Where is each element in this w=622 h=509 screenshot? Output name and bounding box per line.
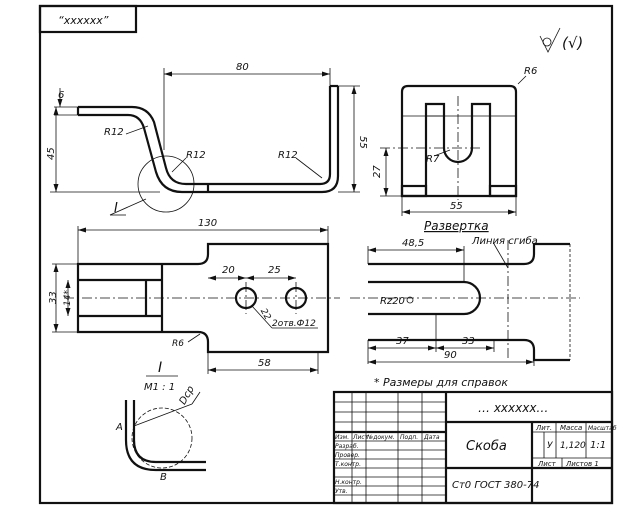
title-block: Изм. Лист №докум. Подп. Дата Разраб. Про… [332,390,617,505]
tb-sheet-label: Лист [537,460,557,468]
dim-48-5: 48,5 [402,238,424,249]
roughness-symbol-text: (√) [562,34,583,52]
doc-code-label: “xxxxxx” [58,14,109,27]
r12-inner-label: R12 [186,150,206,161]
tb-row-tkontr: Т.контр. [335,461,361,468]
tb-material: Ст0 ГОСТ 380-74 [452,480,539,491]
detail-scale: M1 : 1 [144,382,175,393]
dim-25: 25 [268,265,281,276]
dim-14: 14* [63,290,73,306]
r12-outer-label: R12 [104,127,124,138]
doc-code-box [38,4,138,34]
dim-130: 130 [198,218,217,229]
dim-90: 90 [444,350,457,361]
point-b-label: B [160,472,167,483]
tb-lit-value: У [547,441,553,451]
dim-6: 6 [58,90,64,101]
bend-line-label: Линия сгиба [471,235,538,247]
dim-22: 22 [258,307,273,322]
tb-row-prover: Провер. [335,452,360,459]
top-profile-view: 80 6 45 55 R12 R12 R12 I [46,62,368,216]
tb-col-list: Лист [352,434,369,441]
tb-scale-value: 1:1 [590,440,606,451]
dim-58: 58 [258,358,271,369]
tb-sheets-label: Листов 1 [565,460,599,468]
detail-view: I M1 : 1 Dср A B [115,360,206,483]
tb-mass-value: 1,120 [560,441,586,451]
r7-label: R7 [426,154,440,165]
tb-row-utv: Утв. [335,488,348,495]
tb-doc-code: … xxxxxx… [478,401,548,415]
dim-37: 37 [396,336,409,347]
roughness-symbol: (√) [539,27,583,53]
dim-33-razv: 33 [462,336,475,347]
dim-27: 27 [372,165,383,178]
rz20-label: Rz20 [380,296,405,307]
detail-title: I [158,360,162,376]
razvertka-title: Развертка [424,219,489,233]
dim-45: 45 [46,147,57,160]
tb-scale-header: Масштаб [588,425,617,432]
tb-lit-header: Лит. [535,424,552,432]
point-a-label: A [115,422,123,433]
detail-circle-i [137,155,195,213]
r6-front-label: R6 [172,339,184,349]
dsr-label: Dср [178,384,197,406]
reference-note: * Размеры для справок [374,376,508,389]
r12-right-label: R12 [278,150,298,161]
holes-note: 2отв.Ф12 [272,319,316,329]
front-view: 130 20 25 33 14* 22 2отв.Ф12 R6 58 [48,218,340,374]
tb-col-ndokum: №докум. [366,434,395,441]
tb-col-izm: Изм. [335,434,349,441]
dim-80: 80 [236,62,249,73]
detail-i-label: I [114,201,118,216]
tb-col-data: Дата [423,434,440,441]
dim-55: 55 [357,136,368,149]
tb-part-name: Скоба [466,439,507,454]
dim-33: 33 [48,291,59,304]
tb-row-nkontr: Н.контр. [335,479,362,486]
dim-20: 20 [222,265,235,276]
r6-side-label: R6 [524,66,537,77]
side-view: R6 R7 27 55 [372,66,537,216]
tb-row-razrab: Разраб. [335,443,359,450]
tb-mass-header: Масса [560,424,582,432]
tb-col-podp: Подп. [400,434,418,441]
razvertka-view: Развертка 48,5 Линия сгиба Rz20 37 33 90 [350,219,580,366]
drawing-frame [38,4,614,505]
dim-55-side: 55 [450,201,463,212]
